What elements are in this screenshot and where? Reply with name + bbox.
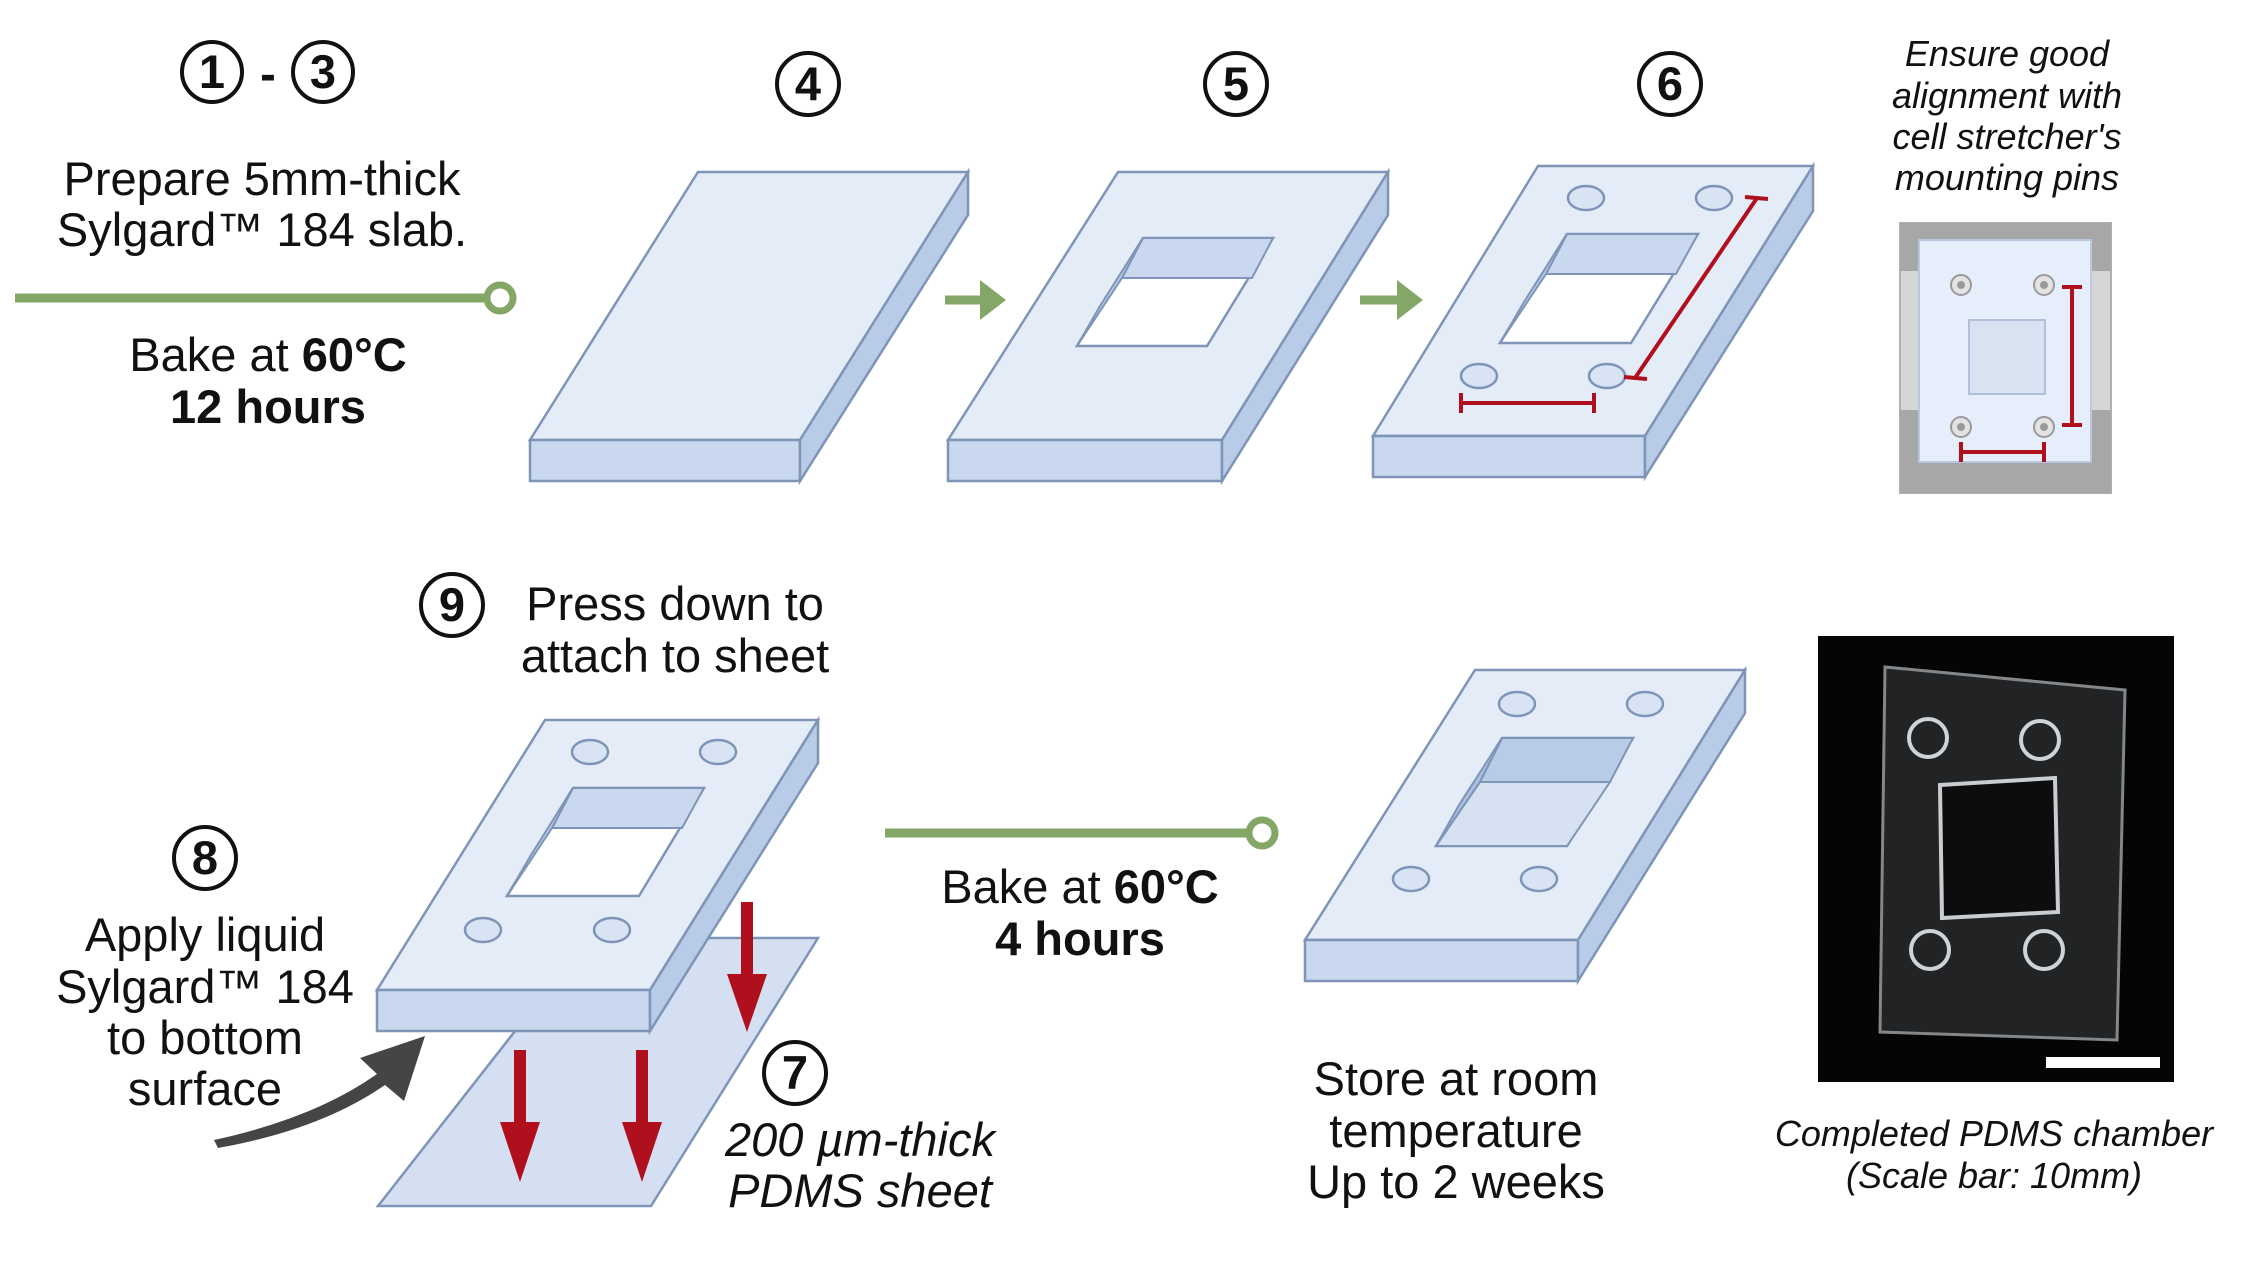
step-range-dash: - xyxy=(260,47,276,100)
mounting-hole xyxy=(1519,865,1559,893)
mounting-hole xyxy=(1625,690,1665,718)
slab-with-window xyxy=(945,167,1391,486)
svg-text:8: 8 xyxy=(192,831,218,884)
window-floor-sheet xyxy=(1434,781,1612,847)
svg-text:6: 6 xyxy=(1657,57,1683,110)
window-wall xyxy=(1544,233,1700,275)
bake-timeline-1 xyxy=(15,281,517,315)
apply-line-1: Apply liquid xyxy=(85,908,325,961)
svg-text:7: 7 xyxy=(782,1046,808,1099)
mounting-hole xyxy=(592,916,632,944)
sheet-line-2: PDMS sheet xyxy=(728,1164,994,1217)
mounting-pins xyxy=(1950,274,2055,438)
step-4-header: 4 xyxy=(775,51,841,117)
press-line-2: attach to sheet xyxy=(521,629,829,682)
apply-line-3: to bottom xyxy=(107,1011,303,1064)
sheet-line-1: 200 µm-thick xyxy=(724,1113,997,1166)
bottom-surface-pointer-arrow xyxy=(214,1036,425,1148)
timeline-end-node xyxy=(1245,816,1279,850)
arrow-head xyxy=(980,280,1006,320)
finished-chamber xyxy=(1302,665,1748,986)
mounting-hole xyxy=(1391,865,1431,893)
step-1-3-header: 1 - 3 xyxy=(180,40,355,104)
step-5-header: 5 xyxy=(1203,51,1269,117)
mounting-hole xyxy=(1459,362,1499,390)
hole-spacing-measure xyxy=(1459,195,1769,413)
scale-bar xyxy=(2046,1057,2160,1068)
store-line-2: temperature xyxy=(1329,1104,1582,1157)
timeline-end-node xyxy=(483,281,517,315)
bake-2-duration: 4 hours xyxy=(995,912,1165,965)
svg-text:5: 5 xyxy=(1223,57,1249,110)
photo-window xyxy=(1937,775,2061,921)
apply-line-2: Sylgard™ 184 xyxy=(56,960,354,1013)
step-9-header: 9 xyxy=(419,572,485,638)
mounting-hole xyxy=(570,738,610,766)
store-line-3: Up to 2 weeks xyxy=(1307,1155,1605,1208)
step-circle xyxy=(180,40,244,104)
window-wall xyxy=(550,787,706,829)
step-circle xyxy=(291,40,355,104)
pin-spacing-measure xyxy=(1959,285,2082,462)
step-number: 3 xyxy=(310,45,336,98)
photo-caption-line-1: Completed PDMS chamber xyxy=(1775,1113,2215,1154)
mounting-hole xyxy=(1587,362,1627,390)
window-wall xyxy=(1076,237,1144,347)
mounting-hole xyxy=(463,916,503,944)
window-wall xyxy=(1499,233,1568,344)
press-down-arrows xyxy=(500,902,767,1182)
bake-timeline-2 xyxy=(885,816,1279,850)
alignment-note-line-1: Ensure good xyxy=(1905,33,2110,74)
chamber-window-top-view xyxy=(1968,319,2046,395)
window-wall xyxy=(1120,237,1275,279)
press-line-1: Press down to xyxy=(526,577,824,630)
step-8-header: 8 xyxy=(172,825,238,891)
prepare-line-2: Sylgard™ 184 slab. xyxy=(57,203,467,256)
step-6-header: 6 xyxy=(1637,51,1703,117)
alignment-note-line-2: alignment with xyxy=(1892,75,2122,116)
svg-text:4: 4 xyxy=(795,57,821,110)
chamber-pressing-onto-sheet xyxy=(374,715,821,1036)
step-number: 1 xyxy=(199,45,225,98)
bake-1-duration: 12 hours xyxy=(170,380,366,433)
photo-holes xyxy=(1907,717,2065,971)
window-wall xyxy=(1478,737,1635,783)
alignment-note-line-3: cell stretcher's xyxy=(1893,116,2122,157)
solid-pdms-slab xyxy=(527,167,971,486)
mounting-hole xyxy=(698,738,738,766)
slab-with-window-and-holes xyxy=(1370,161,1816,482)
apply-line-4: surface xyxy=(128,1062,282,1115)
mounting-hole xyxy=(1694,184,1734,212)
cell-stretcher-top-view xyxy=(1899,222,2112,494)
bake-1-temperature: Bake at 60°C xyxy=(129,328,406,381)
bake-2-temperature: Bake at 60°C xyxy=(941,860,1218,913)
alignment-note-line-4: mounting pins xyxy=(1895,157,2119,198)
svg-text:9: 9 xyxy=(439,578,465,631)
step-7-header: 7 xyxy=(762,1040,828,1106)
mounting-hole xyxy=(1497,690,1537,718)
mounting-hole xyxy=(1566,184,1606,212)
window-wall xyxy=(506,787,574,897)
photo-caption-line-2: (Scale bar: 10mm) xyxy=(1846,1155,2142,1196)
arrow-head xyxy=(1397,280,1423,320)
prepare-line-1: Prepare 5mm-thick xyxy=(64,152,461,205)
completed-chamber-photo xyxy=(1818,636,2174,1082)
store-line-1: Store at room xyxy=(1314,1052,1599,1105)
